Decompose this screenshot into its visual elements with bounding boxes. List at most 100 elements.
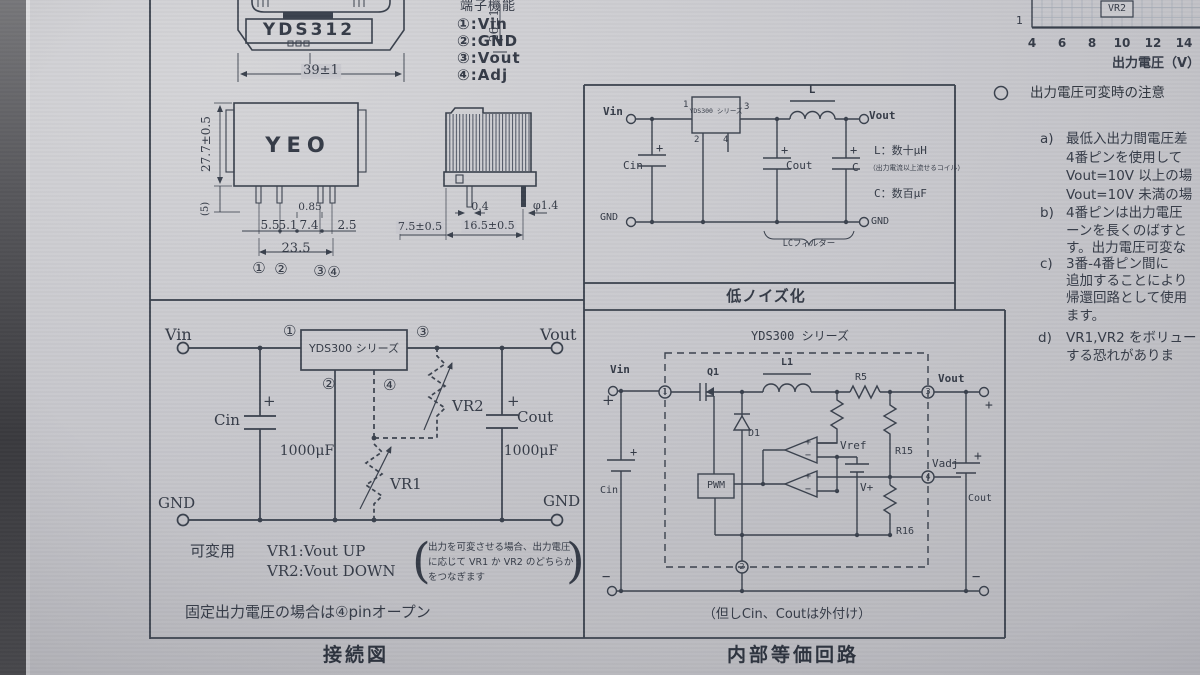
dim-pin-span: 23.5: [281, 241, 311, 256]
ln-cout-plus: +: [781, 143, 789, 157]
eq-r16-label: R16: [896, 526, 915, 537]
note-b-line-1: 4番ピンは出力電圧: [1066, 205, 1183, 221]
eq-pin3-number: 3: [925, 387, 931, 396]
dim-pin-thickness: 0.4: [471, 200, 489, 213]
ln-note-l-sub: （出力電流以上流せるコイル）: [869, 164, 965, 172]
dim-lead-length: (5): [200, 201, 211, 216]
eq-minus-left: −: [602, 569, 611, 585]
eq-opamp1-plus: +: [805, 437, 812, 448]
dim-pitch-4: 2.5: [337, 218, 357, 232]
conn-cin-label: Cin: [214, 411, 240, 429]
ln-c-label: C: [852, 161, 859, 174]
eq-cout-term-plus: +: [985, 398, 993, 413]
terminal-function-item-1: ①:Vin: [457, 15, 508, 33]
graph-vr2-annotation: VR2: [1107, 3, 1127, 14]
notes-title: 出力電圧可変時の注意: [1030, 85, 1165, 101]
conn-gnd-right-label: GND: [543, 492, 581, 510]
conn-cout-label: Cout: [517, 408, 554, 426]
eq-external-note: （但しCin、Coutは外付け）: [702, 607, 872, 622]
eq-pin2-number: 2: [739, 562, 745, 571]
ln-l-label: L: [808, 83, 816, 96]
eq-q1-label: Q1: [707, 367, 720, 378]
eq-l1-label: L1: [780, 357, 794, 368]
eq-d1-label: D1: [748, 428, 761, 439]
graph-x-tick-10: 10: [1113, 36, 1131, 50]
conn-vout-label: Vout: [540, 325, 577, 344]
note-a-line-1: 最低入出力間電圧差: [1066, 131, 1188, 147]
conn-pin2-label: ②: [322, 375, 336, 393]
graph-x-axis-label: 出力電圧（V）: [1112, 56, 1200, 71]
conn-legend-note-1: 出力を可変させる場合、出力電圧: [428, 542, 571, 553]
graph-x-tick-8: 8: [1087, 36, 1097, 50]
ln-pin1-label: 1: [683, 100, 689, 110]
graph-y-tick: 1: [1016, 14, 1023, 27]
eq-pwm-label: PWM: [706, 480, 726, 491]
ln-ic-label: YDS300 シリーズ: [689, 107, 743, 115]
dim-pitch-2: 5.1: [278, 218, 298, 232]
dim-side-width: 7.5±0.5: [395, 220, 445, 234]
note-a-line-2: 4番ピンを使用して: [1066, 150, 1183, 166]
graph-x-tick-12: 12: [1144, 36, 1162, 50]
conn-pin1-label: ①: [283, 322, 297, 340]
note-c-line-3: 帰還回路として使用: [1066, 290, 1188, 306]
terminal-functions-title: 端子機能: [460, 0, 517, 14]
conn-legend-note-2: に応じて VR1 か VR2 のどちらか: [428, 557, 574, 568]
ln-cout-label: Cout: [786, 159, 813, 172]
pin-number-4: ④: [327, 263, 341, 281]
conn-paren-right: ): [566, 533, 585, 589]
eq-pin1-number: 1: [662, 387, 668, 396]
low-noise-circuit: [625, 96, 870, 247]
ln-cin-label: Cin: [623, 159, 643, 172]
conn-legend-vr1: VR1:Vout UP: [267, 542, 366, 560]
ln-vin-label: Vin: [603, 105, 623, 118]
terminal-function-item-4: ④:Adj: [457, 66, 509, 84]
dim-pitch-1: 5.5: [260, 218, 280, 232]
conn-cin-plus: +: [263, 392, 276, 410]
note-d-tag: d): [1038, 330, 1052, 346]
note-c-line-2: 追加することにより: [1066, 273, 1188, 289]
eq-vref-label: Vref: [840, 439, 867, 452]
caption-connection: 接続図: [322, 644, 390, 666]
eq-vin-label: Vin: [610, 363, 630, 376]
conn-vr2-label: VR2: [452, 397, 484, 415]
conn-fixed-note: 固定出力電圧の場合は④pinオープン: [185, 603, 431, 621]
pin-number-2: ②: [274, 260, 288, 278]
eq-cout-cap-plus: +: [974, 449, 982, 464]
eq-title: YDS300 シリーズ: [751, 329, 849, 343]
eq-vadj-label: Vadj: [932, 457, 959, 470]
equivalent-circuit: [606, 352, 990, 597]
graph-x-tick-14: 14: [1175, 36, 1193, 50]
conn-pin3-label: ③: [416, 323, 430, 341]
conn-cin-value: 1000μF: [279, 443, 335, 459]
connection-diagram: [176, 329, 564, 527]
note-a-line-3: Vout=10V 以上の場: [1066, 168, 1193, 184]
eq-r15-label: R15: [895, 446, 914, 457]
conn-pin4-label: ④: [383, 376, 397, 394]
photo-left-edge: [0, 0, 26, 675]
package-side-view: [399, 107, 547, 240]
note-c-line-1: 3番-4番ピン間に: [1066, 256, 1170, 272]
eq-opamp1-minus: −: [805, 450, 812, 461]
brand-logo: YEO: [265, 133, 331, 157]
conn-vr1-label: VR1: [390, 475, 422, 493]
caption-low-noise: 低ノイズ化: [726, 287, 806, 305]
eq-vplus-label: V+: [860, 481, 874, 494]
ln-gnd-left-label: GND: [600, 212, 619, 223]
conn-paren-left: (: [412, 533, 431, 589]
dim-pin-width: 0.85: [298, 201, 322, 213]
eq-opamp2-minus: −: [805, 484, 812, 495]
eq-vout-label: Vout: [938, 372, 965, 385]
conn-gnd-left-label: GND: [158, 494, 196, 512]
ln-gnd-right-label: GND: [871, 216, 890, 227]
conn-ic-label: YDS300 シリーズ: [308, 342, 400, 355]
panel-borders: [149, 0, 1006, 639]
eq-minus-right: −: [972, 569, 981, 585]
ln-pin4-label: 4: [723, 135, 729, 145]
package-top-view: [237, 0, 507, 82]
eq-r5-label: R5: [855, 372, 868, 383]
note-d-line-1: VR1,VR2 をボリュー: [1066, 330, 1197, 346]
note-c-tag: c): [1040, 256, 1053, 272]
note-b-tag: b): [1040, 205, 1054, 221]
caption-equivalent: 内部等価回路: [726, 644, 860, 666]
